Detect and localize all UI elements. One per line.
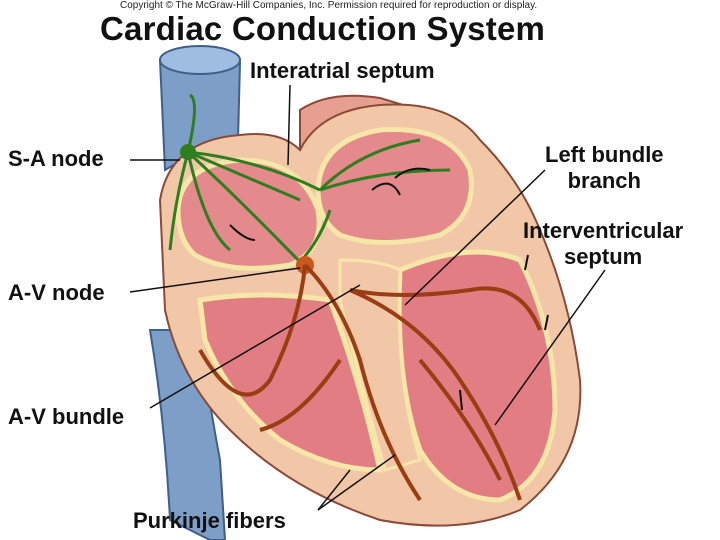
right-ventricle xyxy=(197,292,384,473)
label-left-bundle-branch-line1: Left bundle xyxy=(545,142,664,167)
label-purkinje-fibers: Purkinje fibers xyxy=(133,508,286,533)
label-interventricular-septum-line1: Interventricular xyxy=(523,218,684,243)
label-sa-node: S-A node xyxy=(8,146,104,171)
flow-arrows xyxy=(229,167,549,411)
copyright-notice: Copyright © The McGraw-Hill Companies, I… xyxy=(120,0,538,11)
label-left-bundle-branch-line2: branch xyxy=(567,168,641,193)
leader-lines xyxy=(129,84,606,511)
internodal-pathways xyxy=(168,93,451,264)
label-interventricular-septum-line2: septum xyxy=(563,244,643,269)
label-interatrial-septum: Interatrial septum xyxy=(250,58,435,83)
bundle-branches xyxy=(198,263,542,502)
label-av-bundle: A-V bundle xyxy=(8,404,125,429)
right-atrium xyxy=(175,157,322,271)
label-av-node: A-V node xyxy=(8,280,105,305)
sa-node-marker xyxy=(180,144,196,160)
diagram-title: Cardiac Conduction System xyxy=(100,10,546,47)
label-interventricular-septum: Interventricular septum xyxy=(523,218,683,270)
interventricular-septum xyxy=(338,258,422,472)
vena-cava-opening xyxy=(159,45,241,75)
label-left-bundle-branch: Left bundle branch xyxy=(545,142,664,194)
left-atrium xyxy=(315,127,474,245)
